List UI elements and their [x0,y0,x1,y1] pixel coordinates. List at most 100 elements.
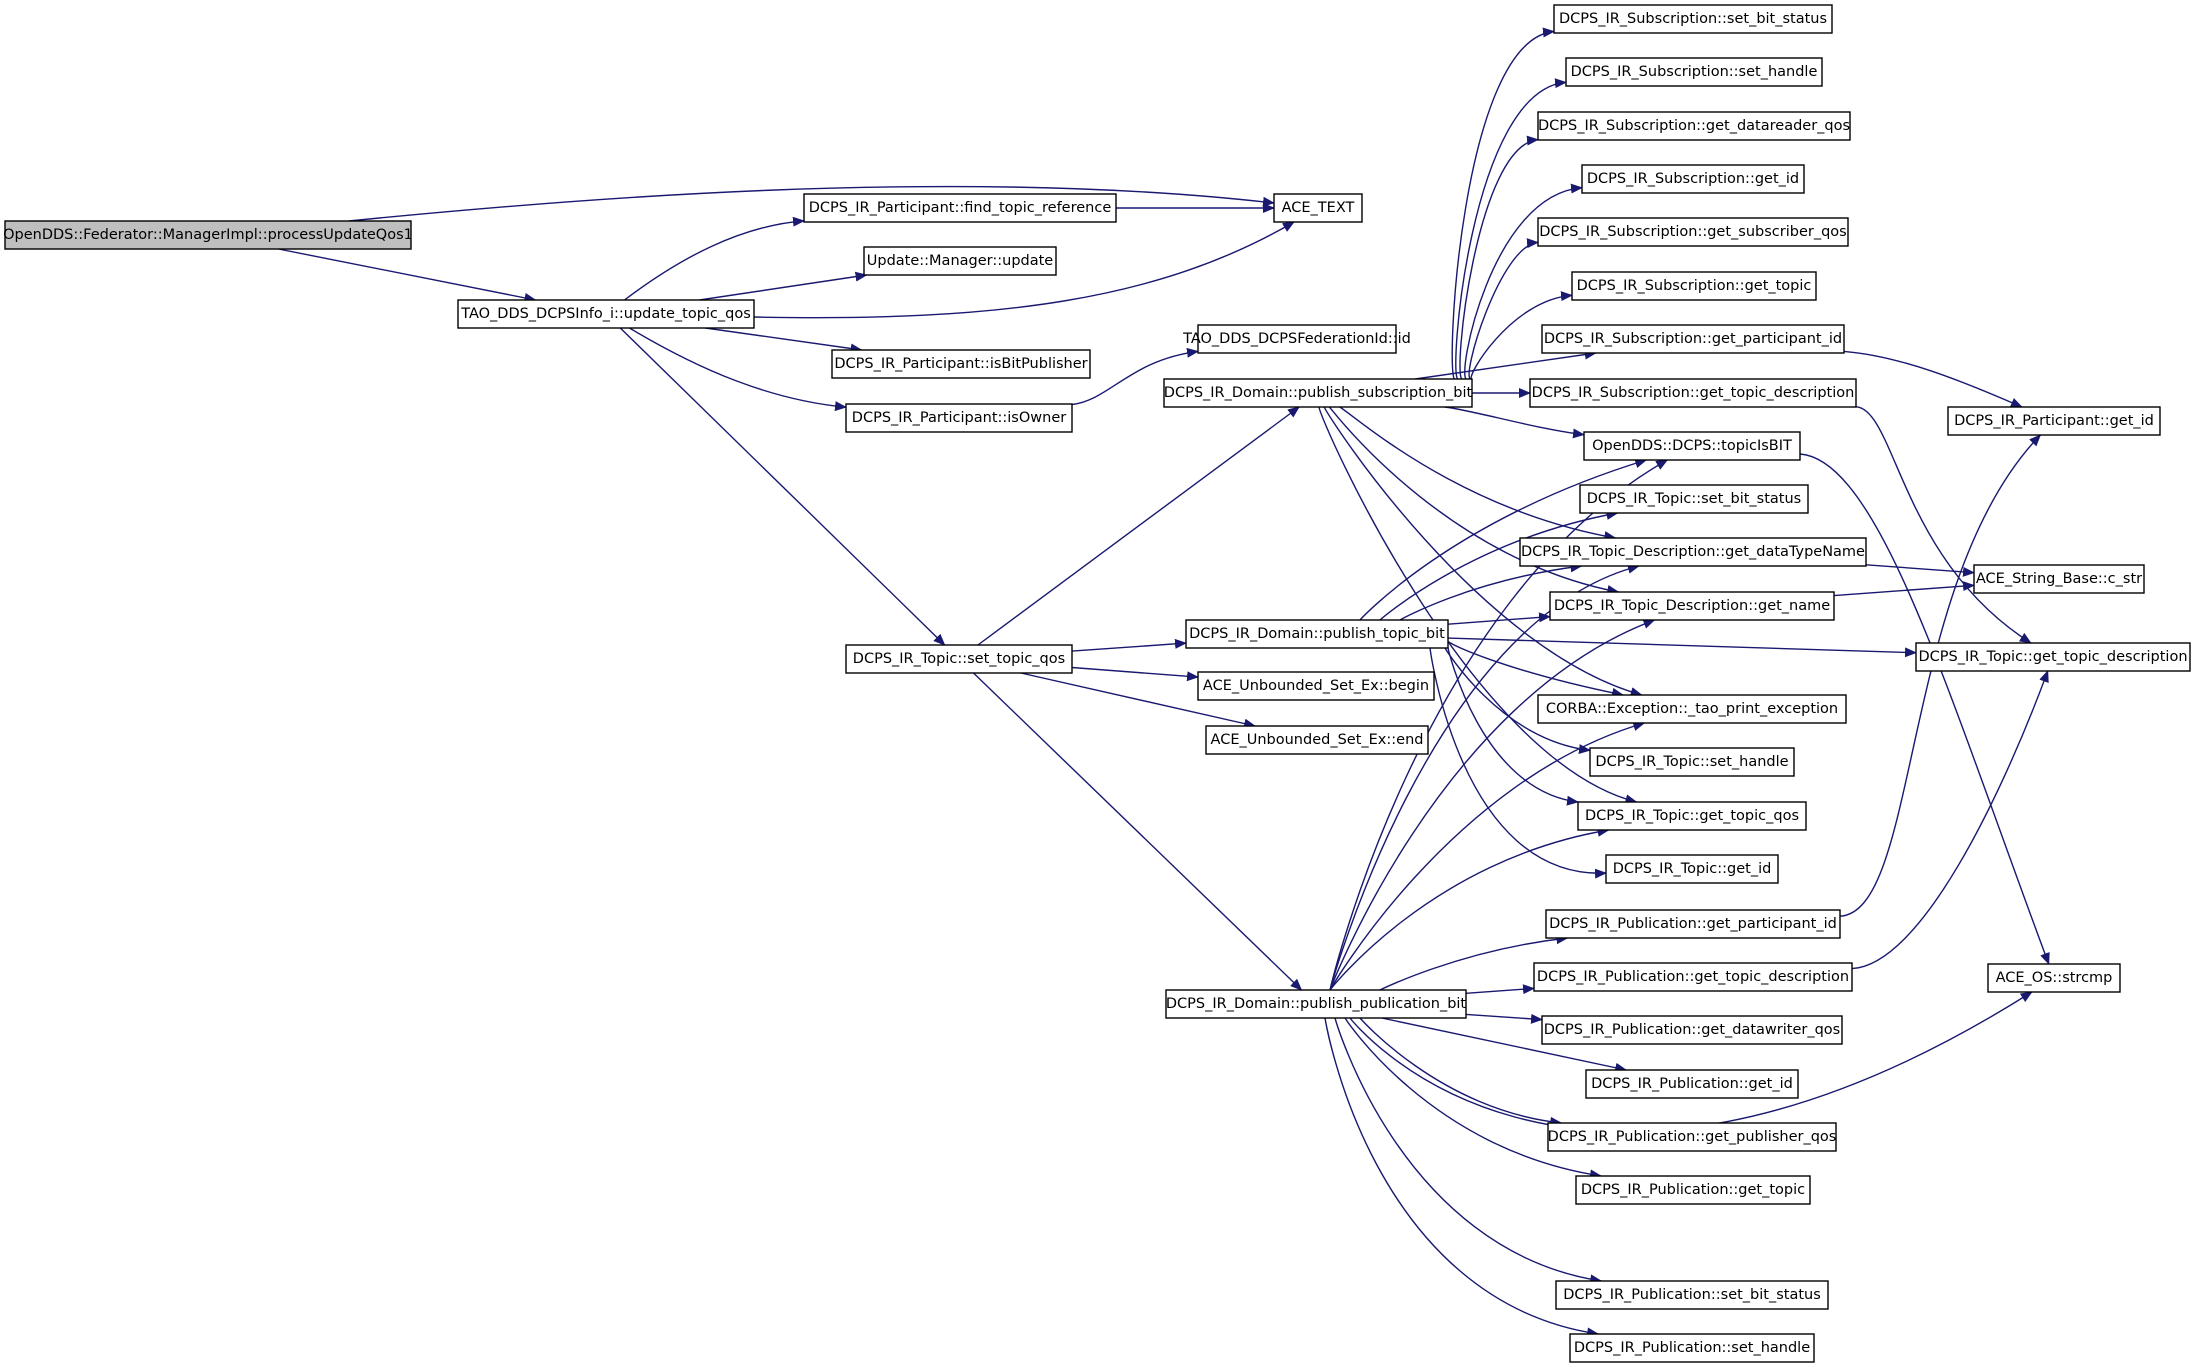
node-box [1519,537,1867,567]
node-label: DCPS_IR_Publication::get_topic_descripti… [1537,969,1849,985]
node-box [1273,193,1363,223]
edge-pubn_get_topic_description-to-topic_get_topic_description [1851,670,2049,970]
node-td_get_name[interactable]: DCPS_IR_Topic_Description::get_name [1549,591,1835,621]
edge-pub_pub_bit-to-pubn_get_participant_id [1379,934,1569,991]
edge-update_topic_qos-to-find_topic_reference [624,216,805,301]
edge-pub_sub_bit-to-sub_get_datareader_qos [1459,135,1539,380]
node-pubn_get_topic[interactable]: DCPS_IR_Publication::get_topic [1575,1175,1811,1205]
node-topic_set_handle[interactable]: DCPS_IR_Topic::set_handle [1589,747,1795,777]
node-root[interactable]: OpenDDS::Federator::ManagerImpl::process… [3,220,413,250]
node-label: DCPS_IR_Participant::get_id [1954,413,2154,429]
edge-pub_sub_bit-to-sub_set_bit_status [1451,27,1555,380]
node-topicIsBIT[interactable]: OpenDDS::DCPS::topicIsBIT [1583,431,1801,461]
node-box [1529,378,1857,408]
node-box [1605,854,1779,884]
node-box [1973,564,2145,594]
node-pubn_set_bit_status[interactable]: DCPS_IR_Publication::set_bit_status [1555,1280,1829,1310]
node-manager_update[interactable]: Update::Manager::update [863,246,1057,276]
node-label: DCPS_IR_Topic_Description::get_dataTypeN… [1521,544,1865,560]
node-sub_set_bit_status[interactable]: DCPS_IR_Subscription::set_bit_status [1553,4,1833,34]
edge-sub_get_participant_id-to-part_get_id [1843,350,2023,408]
edge-topicIsBIT-to-strcmp [1799,453,2050,965]
node-isOwner[interactable]: DCPS_IR_Participant::isOwner [845,403,1073,433]
node-label: DCPS_IR_Topic::set_bit_status [1587,491,1801,507]
edge-update_topic_qos-to-set_topic_qos [619,327,946,646]
node-pubn_get_publisher_qos[interactable]: DCPS_IR_Publication::get_publisher_qos [1547,1122,1837,1152]
node-label: ACE_Unbounded_Set_Ex::end [1211,732,1424,748]
node-topic_get_topic_description[interactable]: DCPS_IR_Topic::get_topic_description [1915,642,2191,672]
edge-pub_topic_bit-to-topic_get_id [1429,647,1607,879]
edge-pub_sub_bit-to-topicIsBIT [1444,406,1585,439]
node-pubn_set_handle[interactable]: DCPS_IR_Publication::set_handle [1569,1333,1815,1363]
node-box [1541,1015,1843,1045]
node-isBitPublisher[interactable]: DCPS_IR_Participant::isBitPublisher [831,349,1091,379]
edge-pub_sub_bit-to-sub_get_id [1464,183,1583,380]
node-find_topic_reference[interactable]: DCPS_IR_Participant::find_topic_referenc… [803,193,1117,223]
node-label: DCPS_IR_Participant::isOwner [852,410,1066,426]
node-label: DCPS_IR_Publication::get_datawriter_qos [1544,1022,1840,1038]
node-box [1533,962,1853,992]
node-td_get_dataTypeName[interactable]: DCPS_IR_Topic_Description::get_dataTypeN… [1519,537,1867,567]
node-set_topic_qos[interactable]: DCPS_IR_Topic::set_topic_qos [845,644,1073,674]
edge-pub_pub_bit-to-pubn_get_topic_description [1465,984,1535,995]
node-pubn_get_id[interactable]: DCPS_IR_Publication::get_id [1585,1069,1799,1099]
edge-pub_pub_bit-to-tao_print_exception [1329,721,1646,991]
edge-pub_sub_bit-to-sub_get_subscriber_qos [1468,238,1539,380]
node-box [845,644,1073,674]
node-box [1915,642,2191,672]
node-topic_set_bit_status[interactable]: DCPS_IR_Topic::set_bit_status [1579,484,1809,514]
node-label: DCPS_IR_Publication::set_handle [1574,1340,1810,1356]
node-topic_get_topic_qos[interactable]: DCPS_IR_Topic::get_topic_qos [1577,801,1807,831]
edge-root-to-update_topic_qos [278,248,537,303]
node-sub_get_participant_id[interactable]: DCPS_IR_Subscription::get_participant_id [1541,324,1845,354]
node-box [1577,801,1807,831]
node-sub_get_topic[interactable]: DCPS_IR_Subscription::get_topic [1571,271,1817,301]
edge-update_topic_qos-to-manager_update [699,271,868,301]
edge-pub_topic_bit-to-topic_get_topic_qos [1447,647,1579,806]
node-pub_sub_bit[interactable]: DCPS_IR_Domain::publish_subscription_bit [1163,378,1473,408]
node-label: DCPS_IR_Publication::get_participant_id [1549,916,1837,932]
edge-sub_get_topic_description-to-topic_get_topic_description [1855,406,2032,644]
edge-pub_pub_bit-to-topic_get_topic_qos [1329,826,1610,991]
node-box [803,193,1117,223]
node-box [1541,324,1845,354]
node-sub_get_id[interactable]: DCPS_IR_Subscription::get_id [1581,164,1805,194]
node-update_topic_qos[interactable]: TAO_DDS_DCPSInfo_i::update_topic_qos [457,299,755,329]
edge-pubn_get_participant_id-to-part_get_id [1839,434,2042,917]
node-tao_print_exception[interactable]: CORBA::Exception::_tao_print_exception [1537,694,1847,724]
edge-update_topic_qos-to-isOwner [629,327,847,412]
node-part_get_id[interactable]: DCPS_IR_Participant::get_id [1947,406,2161,436]
edge-set_topic_qos-to-set_begin [1071,666,1199,682]
node-set_end[interactable]: ACE_Unbounded_Set_Ex::end [1205,725,1429,755]
node-sub_set_handle[interactable]: DCPS_IR_Subscription::set_handle [1565,57,1823,87]
node-pub_pub_bit[interactable]: DCPS_IR_Domain::publish_publication_bit [1165,989,1467,1019]
node-box [1549,591,1835,621]
node-strcmp[interactable]: ACE_OS::strcmp [1987,963,2121,993]
node-topic_get_id[interactable]: DCPS_IR_Topic::get_id [1605,854,1779,884]
edge-set_topic_qos-to-pub_topic_bit [1071,638,1187,652]
node-label: DCPS_IR_Subscription::get_participant_id [1544,331,1842,347]
node-pub_topic_bit[interactable]: DCPS_IR_Domain::publish_topic_bit [1185,619,1449,649]
node-label: DCPS_IR_Publication::get_publisher_qos [1548,1129,1837,1145]
node-sub_get_topic_description[interactable]: DCPS_IR_Subscription::get_topic_descript… [1529,378,1857,408]
edge-pub_pub_bit-to-strcmp [1349,991,2033,1133]
node-box [1537,111,1851,141]
node-set_begin[interactable]: ACE_Unbounded_Set_Ex::begin [1197,671,1435,701]
node-sub_get_subscriber_qos[interactable]: DCPS_IR_Subscription::get_subscriber_qos [1537,217,1849,247]
node-ace_text[interactable]: ACE_TEXT [1273,193,1363,223]
node-label: TAO_DDS_DCPSFederationId::id [1182,331,1411,347]
node-sub_get_datareader_qos[interactable]: DCPS_IR_Subscription::get_datareader_qos [1537,111,1851,141]
node-c_str[interactable]: ACE_String_Base::c_str [1973,564,2145,594]
node-box [1571,271,1817,301]
node-pubn_get_datawriter_qos[interactable]: DCPS_IR_Publication::get_datawriter_qos [1541,1015,1843,1045]
edge-pub_pub_bit-to-pubn_set_bit_status [1334,1017,1603,1285]
node-pubn_get_topic_description[interactable]: DCPS_IR_Publication::get_topic_descripti… [1533,962,1853,992]
nodes-layer: OpenDDS::Federator::ManagerImpl::process… [3,4,2191,1363]
node-federation_id[interactable]: TAO_DDS_DCPSFederationId::id [1182,324,1411,354]
node-label: ACE_TEXT [1282,200,1355,216]
node-box [1197,324,1397,354]
edge-pub_topic_bit-to-topic_set_bit_status [1379,510,1619,621]
edge-pub_pub_bit-to-topicIsBIT [1329,459,1669,991]
node-pubn_get_participant_id[interactable]: DCPS_IR_Publication::get_participant_id [1545,909,1841,939]
